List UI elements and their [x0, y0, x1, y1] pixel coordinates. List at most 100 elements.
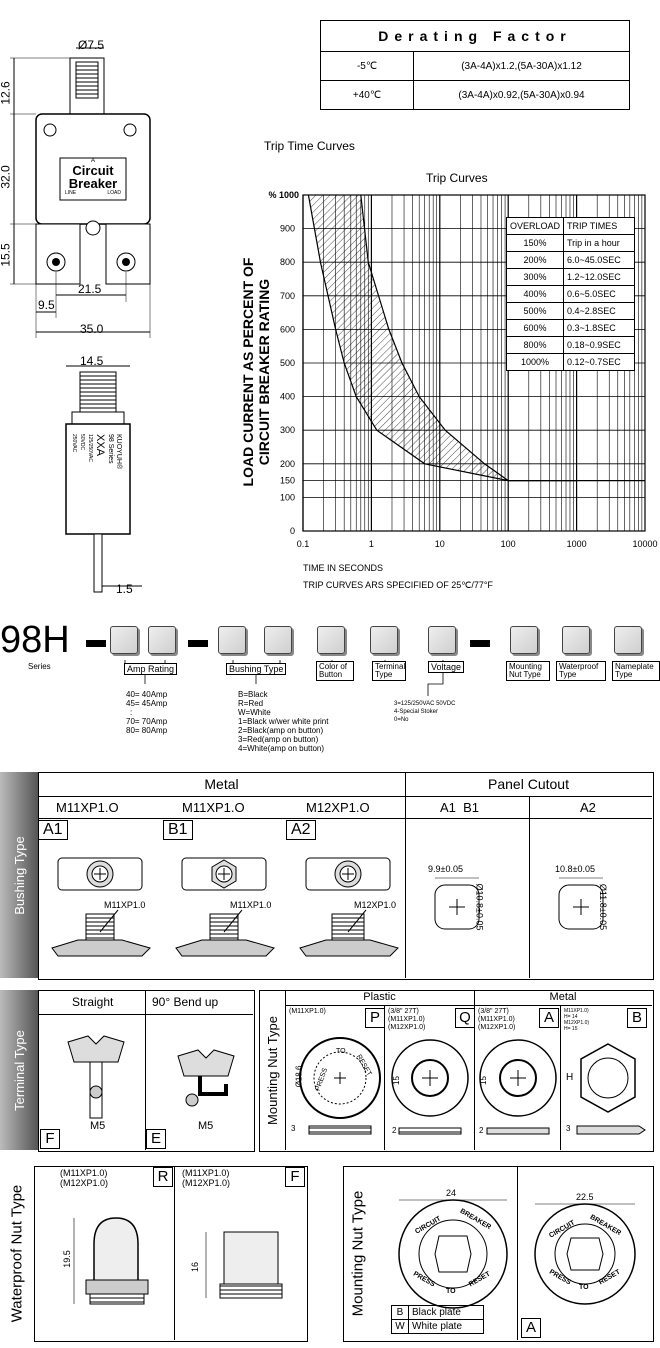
dim-water-r: 19.5	[61, 1250, 72, 1268]
mount-plastic: Plastic	[363, 991, 396, 1003]
derating-value: (3A-4A)x1.2,(5A-30A)x1.12	[413, 51, 630, 81]
trip-cell: 6.0~45.0SEC	[563, 251, 636, 269]
terminal-band: Terminal Type	[0, 990, 38, 1150]
overload-cell: 150%	[505, 234, 565, 252]
code-box	[317, 626, 345, 654]
dim-h1: 12.6	[0, 81, 13, 105]
divider	[560, 1005, 561, 1150]
order-dash	[86, 640, 106, 647]
list-item: 3=Red(amp on button)	[238, 735, 319, 744]
bushing-band: Bushing Type	[0, 772, 38, 978]
cutout-height: Ø10.8±0.05	[474, 883, 485, 931]
side-v2: 50VDC	[79, 434, 85, 451]
chart-title: Trip Curves	[426, 171, 488, 185]
bushing-letter: A1	[38, 820, 68, 840]
cutout-col: A1 B1	[440, 800, 480, 815]
b-spec: M11XP1.0) H= 14 M12XP1.0) H= 15	[564, 1008, 589, 1032]
amp-list: 40= 40Amp 45= 45Amp : 70= 70Amp 80= 80Am…	[126, 690, 167, 735]
label-voltage: Voltage	[428, 661, 465, 673]
table-row: 400%0.6~5.0SEC	[505, 285, 636, 303]
y-tick-label: 200	[280, 459, 295, 469]
legend-code: B	[391, 1305, 409, 1320]
dim-plate-2: 22.5	[576, 1192, 594, 1202]
label-waterproof: Waterproof Type	[556, 661, 606, 681]
list-item: (M11XP1.0)	[60, 1168, 108, 1178]
list-item: (M12XP1.0)	[182, 1178, 231, 1188]
list-item: B=Black	[238, 690, 268, 699]
plate-text-9: TO	[579, 1284, 589, 1291]
code-box	[218, 626, 246, 654]
code-box	[562, 626, 590, 654]
face-amp: A	[90, 158, 95, 164]
divider	[529, 796, 530, 978]
mount-letter-q: Q	[455, 1008, 475, 1028]
list-item: 0=No	[394, 717, 409, 723]
bushing-col: M11XP1.O	[182, 800, 245, 815]
a-spec: (3/8" 27T) (M11XP1.0) (M12XP1.0)	[478, 1008, 515, 1032]
code-box	[148, 626, 176, 654]
overload-cell: 300%	[505, 268, 565, 286]
divider	[384, 1005, 385, 1150]
face-line2: Breaker	[68, 176, 118, 191]
bushing-col: M12XP1.O	[306, 800, 370, 815]
terminal-panel	[38, 990, 255, 1152]
breaker-side-drawing: 14.5 1.5 KUOYUH® 98 Series XXA 125/250VA…	[50, 350, 160, 610]
derating-temp: -5℃	[320, 51, 414, 81]
trip-head: TRIP TIMES	[563, 217, 636, 235]
divider	[38, 818, 652, 819]
thread-label: M12XP1.0	[354, 900, 397, 910]
plate-word: TO	[446, 1288, 456, 1295]
y-tick-label: 600	[280, 324, 295, 334]
dim-water-f: 16	[190, 1261, 201, 1273]
list-item: (3/8" 27T)	[478, 1008, 509, 1015]
thread-label: M11XP1.0	[104, 900, 146, 910]
code-box	[428, 626, 456, 654]
waterproof-letter-r: R	[153, 1167, 173, 1187]
dim-nut-t1: 3	[291, 1124, 296, 1133]
bushing-band-text: Bushing Type	[11, 835, 27, 915]
order-dash	[188, 640, 208, 647]
list-item: :	[130, 708, 133, 717]
legend-text: White plate	[408, 1319, 484, 1334]
bushing-b1	[175, 857, 275, 957]
f-spec: (M11XP1.0) (M12XP1.0)	[182, 1168, 230, 1188]
x-tick-label: 1000	[567, 539, 587, 549]
dim-side-width: 14.5	[80, 354, 104, 368]
bushing-drawings	[51, 857, 399, 957]
table-row: 300%1.2~12.0SEC	[505, 268, 636, 286]
chart-footnote: TRIP CURVES ARS SPECIFIED OF 25℃/77°F	[303, 580, 493, 590]
legend-text: Black plate	[408, 1305, 484, 1320]
thread-label: M11XP1.0	[230, 900, 272, 910]
side-amp: XXA	[94, 434, 106, 457]
table-row: 150%Trip in a hour	[505, 234, 636, 252]
overload-head: OVERLOAD	[505, 217, 565, 235]
order-dash	[470, 640, 490, 647]
dim-w1: 21.5	[78, 282, 102, 296]
overload-cell: 1000%	[505, 353, 565, 371]
q-spec: (3/8" 27T) (M11XP1.0) (M12XP1.0)	[388, 1008, 425, 1032]
bushing-letter: A2	[286, 820, 316, 840]
dim-nut-h1: 15	[391, 1076, 401, 1085]
dim-diameter-top: Ø7.5	[78, 38, 105, 52]
waterproof-band-text: Waterproof Nut Type	[8, 1184, 26, 1322]
list-item: (3/8" 27T)	[388, 1008, 419, 1015]
list-item: 3=125/250VAC 50VDC	[394, 701, 456, 707]
face-line-text: LINE	[65, 190, 77, 196]
waterproof-drawings	[73, 1217, 283, 1305]
side-v1: 125/250VAC	[87, 434, 93, 462]
derating-title: Derating Factor	[320, 20, 630, 52]
cutout-header: Panel Cutout	[488, 776, 569, 792]
list-item: 4-Special Stoker	[394, 709, 439, 715]
derating-temp: +40℃	[320, 80, 414, 110]
x-tick-label: 0.1	[297, 539, 310, 549]
breaker-front-drawing: Ø7.5 12.6 32.0 15.5 21.5 9.5 35.0 A Circ…	[0, 38, 170, 340]
list-item: 80= 80Amp	[126, 726, 168, 735]
bushing-a2	[299, 857, 399, 957]
list-item: H= 14	[564, 1014, 578, 1020]
list-item: (M11XP1.0)	[182, 1168, 230, 1178]
list-item: (M12XP1.0)	[478, 1024, 516, 1031]
trip-cell: Trip in a hour	[563, 234, 636, 252]
table-row: 1000%0.12~0.7SEC	[505, 353, 636, 371]
trip-cell: 0.18~0.9SEC	[563, 336, 636, 354]
